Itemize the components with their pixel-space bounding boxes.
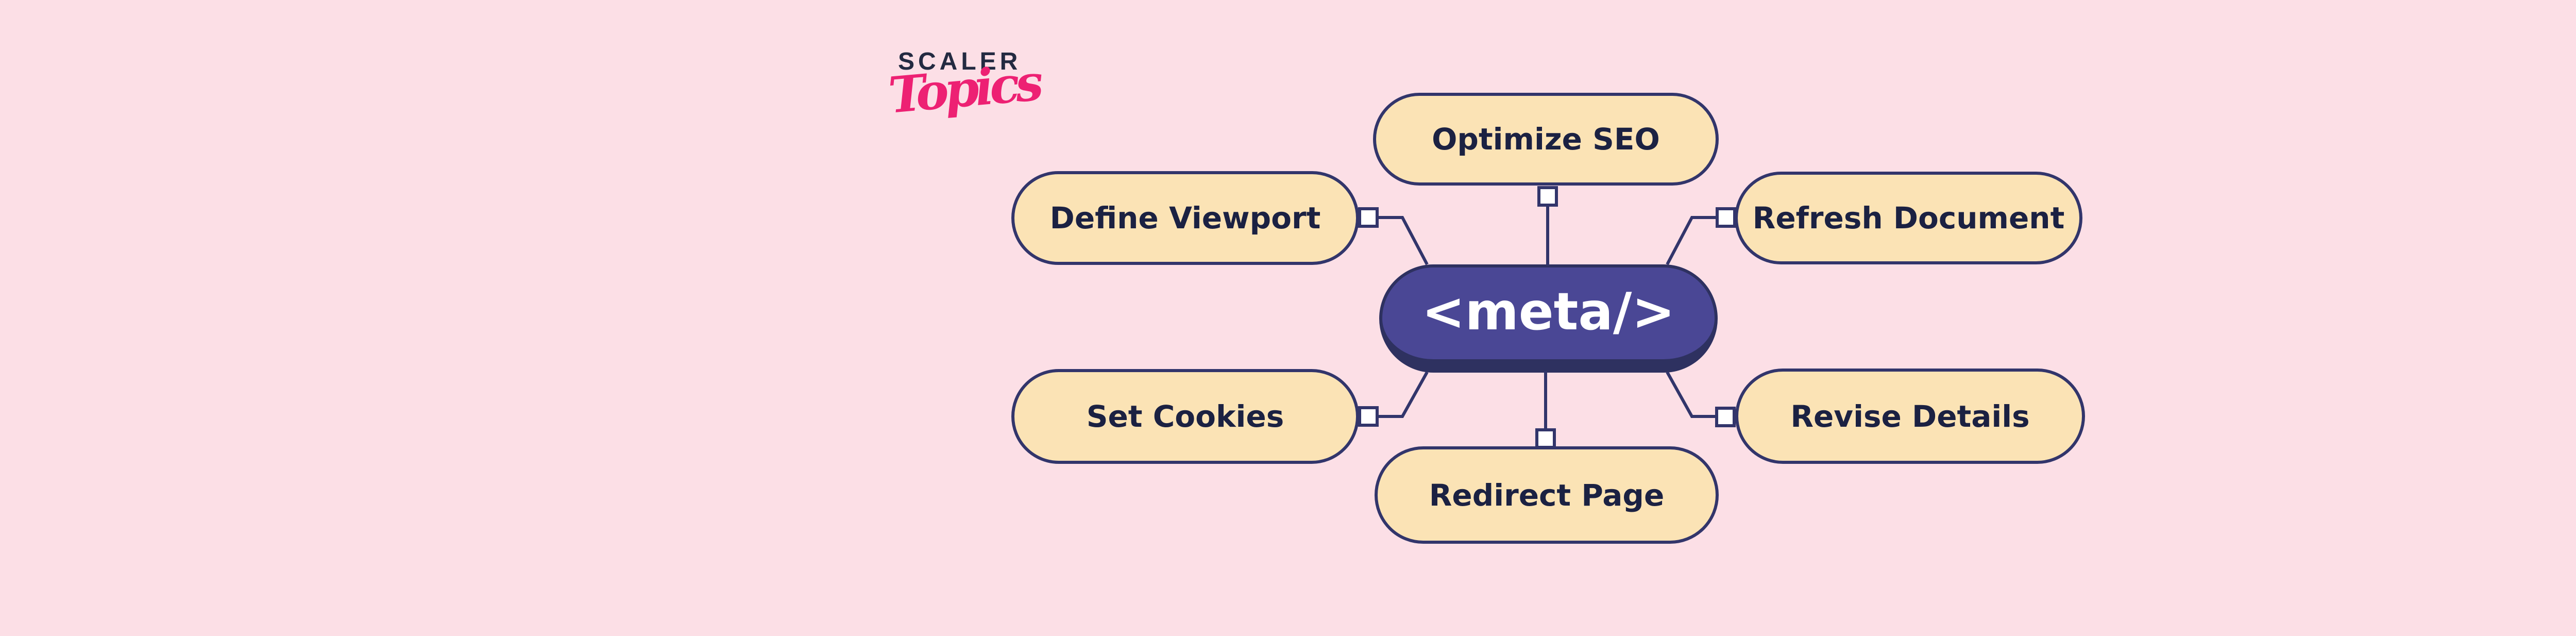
node-set-cookies: Set Cookies — [1011, 369, 1359, 464]
node-refresh-document: Refresh Document — [1735, 172, 2082, 264]
connector-square-upper-right — [1716, 207, 1736, 228]
node-set-cookies-label: Set Cookies — [1086, 399, 1284, 434]
center-node-meta: <meta/> — [1379, 264, 1718, 373]
logo-topics-text: Topics — [886, 53, 1042, 125]
node-define-viewport-label: Define Viewport — [1049, 200, 1321, 236]
scaler-topics-logo: SCALER Topics — [886, 48, 1041, 125]
node-revise-details-label: Revise Details — [1790, 398, 2030, 434]
connector-line-upper-left — [1370, 216, 1429, 265]
connector-line-lower-right — [1666, 371, 1723, 418]
connector-square-upper-left — [1358, 207, 1379, 228]
connector-square-lower-right — [1715, 407, 1736, 427]
node-optimize-seo-label: Optimize SEO — [1432, 122, 1660, 157]
node-optimize-seo: Optimize SEO — [1373, 93, 1719, 186]
connector-line-upper-right — [1666, 216, 1723, 265]
connector-square-lower-left — [1358, 406, 1379, 427]
node-redirect-page: Redirect Page — [1375, 446, 1719, 544]
center-node-label: <meta/> — [1421, 281, 1675, 342]
node-define-viewport: Define Viewport — [1011, 171, 1359, 265]
connector-square-top — [1537, 186, 1558, 207]
logo-scaler-text: SCALER — [898, 48, 1022, 75]
node-redirect-page-label: Redirect Page — [1429, 477, 1665, 513]
connector-square-bottom — [1535, 428, 1556, 449]
node-refresh-document-label: Refresh Document — [1752, 200, 2065, 236]
node-revise-details: Revise Details — [1735, 369, 2085, 464]
connector-line-lower-left — [1370, 371, 1429, 418]
